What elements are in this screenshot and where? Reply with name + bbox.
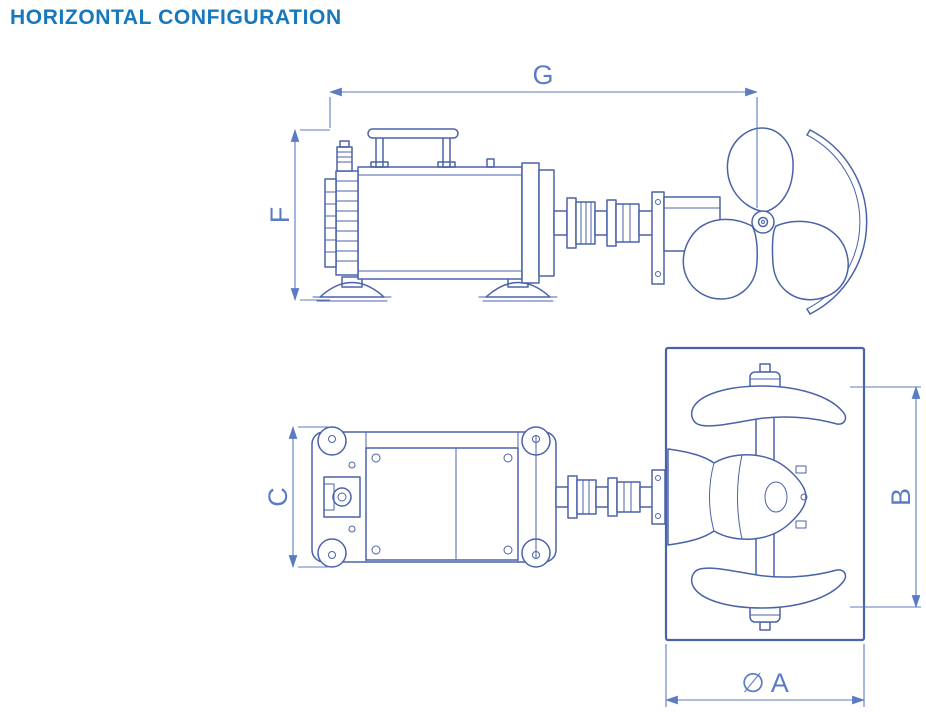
dimension-b: B: [850, 385, 921, 609]
shaft-coupling-plan: [555, 469, 666, 525]
motor-body-plan: [311, 426, 557, 568]
propeller-hub: [751, 210, 775, 234]
propeller-blade-bottom: [690, 567, 847, 609]
tunnel-frame: [664, 346, 866, 642]
mounting-feet: [312, 276, 558, 302]
dimension-a: ∅ A: [664, 644, 866, 707]
cable-gland: [336, 146, 353, 172]
motor-flange-side: [521, 162, 555, 284]
motor-body-side: [357, 158, 523, 280]
dimension-g: G: [328, 60, 759, 208]
page-title: HORIZONTAL CONFIGURATION: [10, 6, 342, 29]
dimension-f-label: F: [265, 207, 295, 224]
motor-end-cap: [324, 140, 359, 276]
dimension-g-label: G: [532, 60, 553, 90]
propeller-side: [682, 127, 849, 301]
dimension-a-label: ∅ A: [741, 668, 789, 698]
plan-view: [311, 346, 866, 642]
propeller-plan: [667, 363, 847, 631]
carry-handle: [367, 128, 459, 168]
dimension-b-label: B: [886, 488, 916, 506]
dimension-f: F: [265, 128, 330, 302]
side-view: [312, 127, 868, 315]
shaft-coupling-side: [553, 197, 655, 249]
dimension-c: C: [263, 425, 330, 569]
dimension-c-label: C: [263, 487, 293, 507]
propeller-blade-top: [690, 385, 847, 427]
